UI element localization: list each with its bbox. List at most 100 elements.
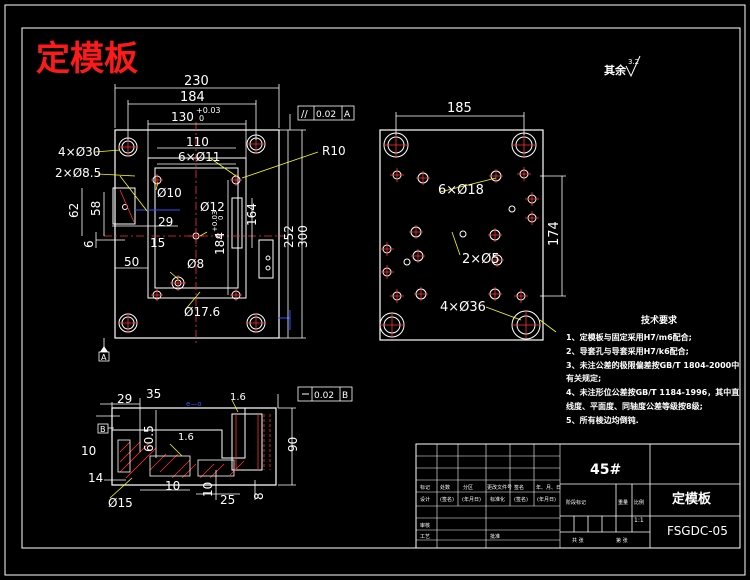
dim-d10: Ø10 [157,186,182,200]
sec-rough-2: 1.6 [178,432,194,443]
inner-frame [21,27,741,549]
tb-sheet-0: 共 张 [572,537,584,544]
datum-b-label: B [100,425,106,434]
dim-d12: Ø12 [200,200,225,214]
tb-r1-2: 分区 [463,484,473,491]
dim-62: 62 [67,203,81,218]
datum-a-marker: A [98,338,110,362]
parallelism-frame: 0.02 B [277,386,353,408]
tb-sheet-1: 第 张 [616,537,628,544]
dim-v184: 184 [213,232,227,255]
section-view: B 0.02 B 29 35 e—o 1.6 1.6 60.5 10 14 10… [81,386,353,510]
tb-r2-1: (签名) [440,496,454,503]
side-view: 185 6×Ø18 2×Ø5 4×Ø36 174 [379,101,566,341]
dim-v174: 174 [547,221,562,246]
dim-6: 6 [82,240,96,248]
dim-58: 58 [89,201,103,216]
roughness-prefix: 其余 [604,63,627,77]
sec-dim-10b: 10 [165,479,180,493]
sec-dim-60-5: 60.5 [142,425,156,452]
sec-dim-29: 29 [117,392,132,406]
tb-r2-5: (年月日) [537,496,556,503]
dim-v164: 164 [245,203,259,226]
tb-stage-0: 阶段标记 [566,499,586,506]
dim-v184-tol-plus: +0.03 [211,211,219,232]
tech-requirements: 技术要求 1、定模板与固定采用H7/m6配合; 2、导套孔与导套采用H7/k6配… [566,314,739,425]
tech-item-4: 4、未注形位公差按GB/T 1184-1996，其中直 [566,387,739,397]
parallel-datum: B [342,391,348,401]
sec-dim-d15: Ø15 [108,496,133,510]
tb-stage-1: 重量 [618,499,628,506]
dim-4x-d36: 4×Ø36 [440,300,486,315]
sec-gap: e—o [186,400,202,408]
sec-dim-10c: 10 [201,482,215,497]
front-view: A // 0.02 A 230 184 130 +0.03 0 110 6×Ø1… [55,74,355,362]
roughness-value: 3.2 [628,58,639,66]
dim-29: 29 [158,215,173,229]
dim-230: 230 [184,74,209,89]
dim-v300: 300 [296,225,310,248]
tech-item-2: 2、导套孔与导套采用H7/k6配合; [566,346,689,356]
dim-4x-d30: 4×Ø30 [58,145,100,159]
tb-r2-0: 设计 [420,496,430,503]
tb-r2-3: 标准化 [490,496,505,503]
tech-item-3b: 有关规定; [566,373,601,383]
dim-185: 185 [447,101,472,116]
flatness-tol: 0.02 [316,110,336,120]
surface-roughness-note: 其余 3.2 [604,55,641,78]
title-block: 45# 定模板 FSGDC-05 1:1 标记 处数 分区 更改文件号 签名 年… [415,443,741,549]
front-plate-outline [114,129,280,339]
front-pocket-outline [147,157,247,299]
tech-item-3: 3、未注公差的极限偏差按GB/T 1804-2000中 [566,360,739,370]
outer-frame [4,4,746,576]
flatness-frame: // 0.02 A [289,105,355,130]
dim-130-tol-zero: 0 [199,114,204,123]
dim-184: 184 [180,90,205,105]
side-plate-outline [379,129,544,341]
dim-6x-d18: 6×Ø18 [438,183,484,198]
dim-d17-6: Ø17.6 [184,305,220,319]
dim-d8: Ø8 [187,257,204,271]
tb-r3-1: 工艺 [420,534,430,540]
material: 45# [590,462,621,478]
dim-v184-tol-zero: 0 [217,216,225,220]
tech-item-4b: 线度、平面度、同轴度公差等级按8级; [566,401,703,411]
sec-dim-14: 14 [88,471,103,485]
tb-r3-0: 审核 [420,522,430,529]
dim-2x-d5: 2×Ø5 [462,252,500,267]
scale: 1:1 [634,517,644,524]
sec-dim-25: 25 [220,493,235,507]
dim-110: 110 [186,135,209,149]
tb-r3-2: 批准 [490,533,500,540]
svg-text://: // [301,109,308,120]
sec-dim-35: 35 [146,387,161,401]
tb-r1-1: 处数 [440,484,450,491]
tb-r2-2: (年月日) [462,496,481,503]
dim-50: 50 [124,255,139,269]
tb-stage-2: 比例 [634,499,644,506]
sec-dim-90: 90 [286,437,300,452]
dim-6x-d11: 6×Ø11 [178,150,220,164]
dim-130: 130 [171,110,194,124]
tb-r1-3: 更改文件号 [487,484,512,491]
tech-heading: 技术要求 [641,314,678,326]
dim-r10: R10 [322,144,346,158]
sec-dim-10a: 10 [81,444,96,458]
dim-15: 15 [150,236,165,250]
datum-a-label: A [101,353,107,362]
tb-r1-0: 标记 [420,484,430,491]
drawing-number: FSGDC-05 [667,524,728,538]
sec-rough-1: 1.6 [230,392,246,403]
dim-2x-d8-5: 2×Ø8.5 [55,166,101,180]
tech-item-1: 1、定模板与固定采用H7/m6配合; [566,332,692,342]
dim-v252: 252 [282,225,296,248]
parallel-tol: 0.02 [314,391,334,401]
part-name: 定模板 [671,491,712,507]
front-guide-holes [118,134,266,333]
sec-dim-8: 8 [252,492,266,500]
datum-b-marker: B [97,423,114,434]
tb-r1-4: 签名 [514,484,524,491]
tb-r1-5: 年、月、日 [536,484,561,491]
dim-130-tol-plus: +0.03 [196,106,221,115]
